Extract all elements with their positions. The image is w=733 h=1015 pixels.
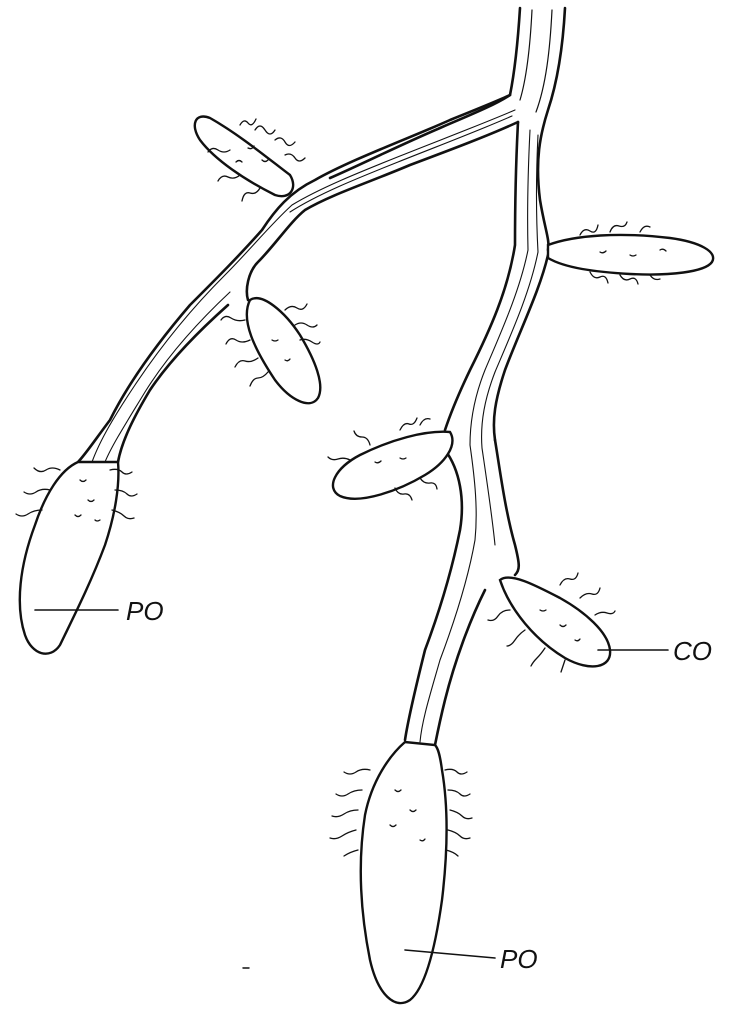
co-label: CO: [673, 636, 712, 666]
upper-left-organ: [195, 117, 293, 197]
lower-po-organ: [361, 742, 447, 1003]
upper-po-organ: [20, 462, 119, 654]
main-stem: [330, 8, 565, 250]
mid-left-organ: [247, 298, 320, 403]
co-organ: [500, 578, 610, 667]
po-lower-label: PO: [500, 944, 538, 974]
left-branch: [78, 95, 518, 462]
right-middle-organ: [333, 432, 452, 499]
po-upper-label: PO: [126, 596, 164, 626]
